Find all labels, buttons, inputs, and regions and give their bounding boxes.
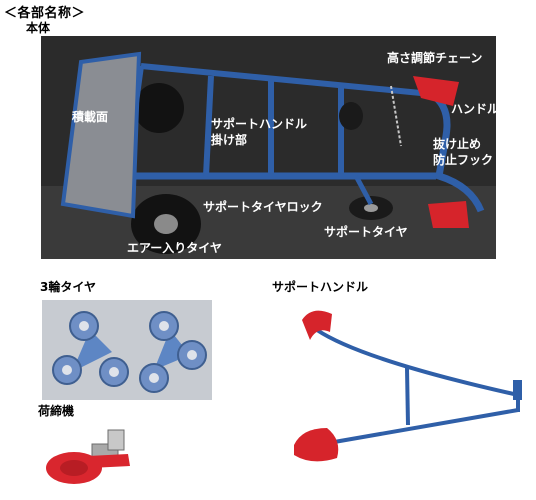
label-support-tire: サポートタイヤ xyxy=(324,225,408,239)
ratchet-photo xyxy=(38,420,138,492)
label-height-chain: 高さ調節チェーン xyxy=(387,51,483,65)
support-handle-grip-top xyxy=(302,310,332,340)
section-title-ratchet: 荷締機 xyxy=(38,404,75,418)
support-handle-illustration xyxy=(294,310,522,462)
label-support-tire-lock: サポートタイヤロック xyxy=(203,200,323,214)
support-handle-grip-bottom xyxy=(294,428,339,462)
loading-plate xyxy=(60,51,142,219)
handle-grip-bottom xyxy=(428,201,469,228)
three-wheel-illustration xyxy=(42,300,212,400)
label-platform: 積載面 xyxy=(72,110,109,124)
section-title-support-handle: サポートハンドル xyxy=(272,280,369,294)
support-handle-photo xyxy=(282,300,530,470)
page-title: ＜各部名称＞ xyxy=(4,6,86,21)
label-anti-slip-hook: 抜け止め 防止フック xyxy=(433,137,494,167)
section-title-three-wheel: 3輪タイヤ xyxy=(40,280,96,294)
ratchet-illustration xyxy=(46,429,130,484)
handle-grip-top xyxy=(413,76,459,106)
air-tire-back xyxy=(134,83,184,133)
section-title-body: 本体 xyxy=(26,21,51,35)
label-handle: ハンドル xyxy=(451,102,496,116)
cart-illustration xyxy=(41,36,496,259)
label-air-tire: エアー入りタイヤ xyxy=(127,241,222,255)
three-wheel-photo xyxy=(42,300,212,400)
label-support-handle-mount: サポートハンドル 掛け部 xyxy=(211,117,308,147)
cart-main-photo: 積載面 サポートハンドル 掛け部 高さ調節チェーン ハンドル 抜け止め 防止フッ… xyxy=(41,36,496,259)
